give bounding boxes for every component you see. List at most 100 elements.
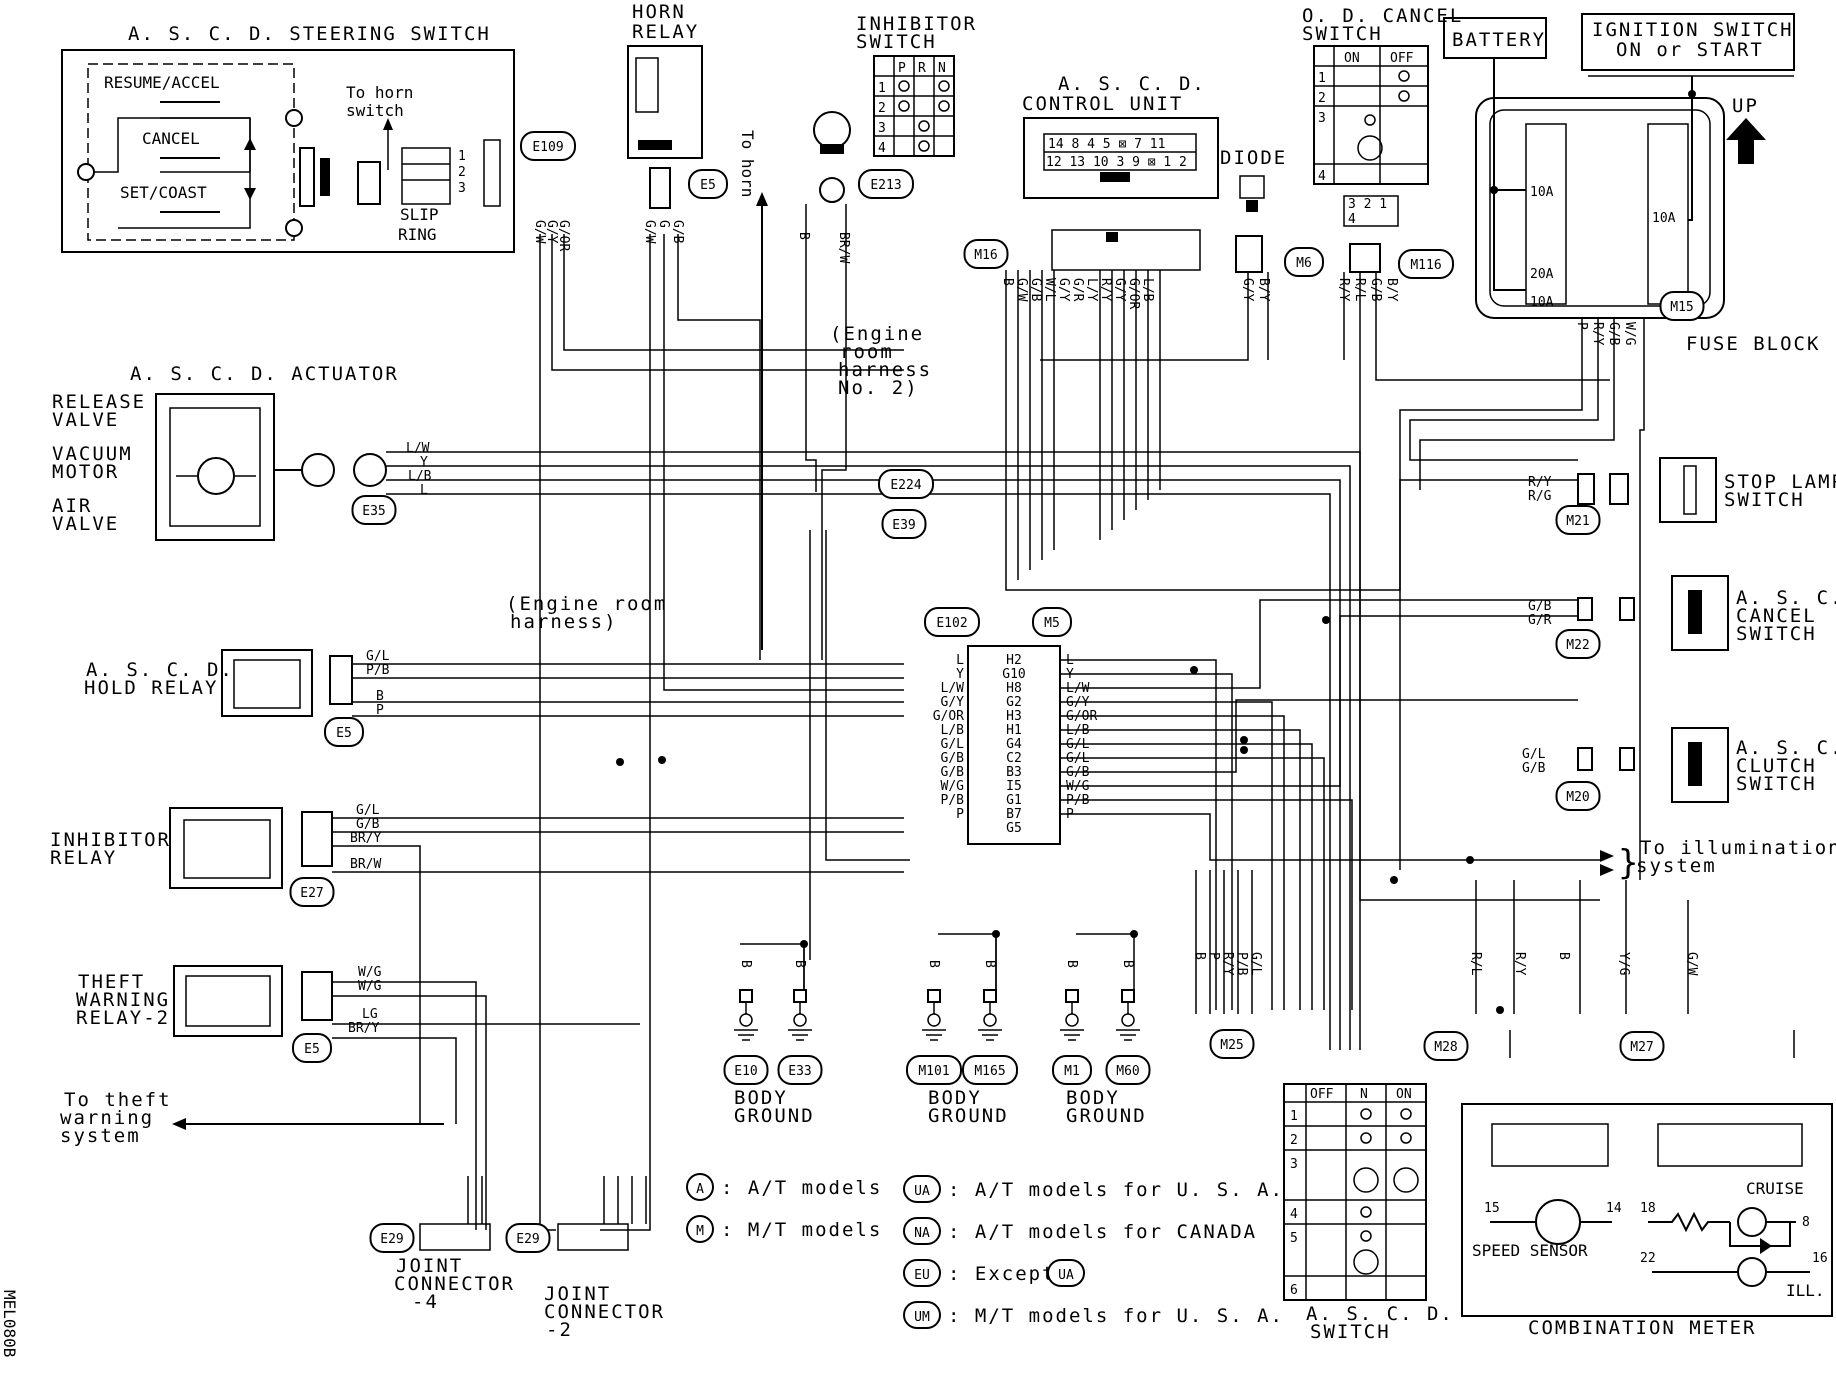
connector-m27-badge bbox=[1619, 1031, 1665, 1061]
wire-label-m16: B bbox=[1000, 278, 1015, 286]
e102-left-wire: P bbox=[956, 807, 964, 822]
resume-accel-label: RESUME/ACCEL bbox=[104, 73, 220, 92]
svg-text:RELAY: RELAY bbox=[50, 847, 117, 869]
legend-symbol bbox=[686, 1173, 714, 1201]
svg-text:2: 2 bbox=[878, 101, 886, 116]
svg-text:GROUND: GROUND bbox=[1066, 1105, 1147, 1127]
wire-label-e213: B bbox=[796, 232, 811, 240]
svg-text:CONNECTOR: CONNECTOR bbox=[394, 1273, 515, 1295]
e102-left-wire: L/B bbox=[941, 723, 965, 738]
svg-text:B: B bbox=[376, 689, 384, 704]
e102-left-wire: G/B bbox=[941, 751, 965, 766]
connector-e33-label: E33 bbox=[788, 1064, 811, 1079]
connector-e29-badge bbox=[505, 1223, 551, 1253]
connector-e29-label: E29 bbox=[516, 1232, 539, 1247]
ground-m101-m165: BODY GROUND bbox=[928, 1087, 1007, 1127]
legend-text: : A/T models for U. S. A. bbox=[948, 1179, 1284, 1201]
connector-m28-label: M28 bbox=[1434, 1040, 1457, 1055]
connector-e27-label: E27 bbox=[300, 886, 323, 901]
svg-text:(Engine room: (Engine room bbox=[506, 593, 667, 615]
wire-label-e109: G/W bbox=[532, 220, 547, 244]
svg-text:GROUND: GROUND bbox=[734, 1105, 815, 1127]
e102-pin: H2 bbox=[1006, 653, 1022, 668]
junction-dot bbox=[1490, 186, 1498, 194]
svg-text:A. S. C. D.: A. S. C. D. bbox=[1736, 737, 1836, 759]
slip-label: SLIP bbox=[400, 205, 439, 224]
terminal-2 bbox=[285, 219, 303, 237]
svg-text:A. S. C. D.: A. S. C. D. bbox=[1306, 1303, 1454, 1325]
e102-left-wire: L bbox=[956, 653, 964, 668]
junction-dot bbox=[616, 758, 624, 766]
set-coast-label: SET/COAST bbox=[120, 183, 207, 202]
fuse-block-title: FUSE BLOCK bbox=[1686, 333, 1820, 355]
steering-switch-title: A. S. C. D. STEERING SWITCH bbox=[128, 23, 491, 45]
wire-label-m16: L/Y bbox=[1084, 278, 1099, 302]
connector-m60-label: M60 bbox=[1116, 1064, 1139, 1079]
svg-text:HOLD RELAY: HOLD RELAY bbox=[84, 677, 218, 699]
wire-55 bbox=[1409, 318, 1599, 461]
wire-1 bbox=[386, 465, 1351, 1050]
svg-text:G/L: G/L bbox=[366, 649, 390, 664]
svg-text:THEFT: THEFT bbox=[78, 971, 145, 993]
wire-label-m16: L/B bbox=[1140, 278, 1155, 302]
wire-label-m6: G/Y bbox=[1240, 278, 1255, 302]
svg-text:W/G: W/G bbox=[358, 965, 382, 980]
svg-text:10A: 10A bbox=[1530, 295, 1554, 310]
svg-text:SWITCH: SWITCH bbox=[1736, 773, 1817, 795]
legend-text: : M/T models for U. S. A. bbox=[948, 1305, 1284, 1327]
svg-text:2: 2 bbox=[458, 165, 466, 180]
wire-52 bbox=[1359, 272, 1600, 901]
svg-text:OFF: OFF bbox=[1310, 1087, 1334, 1102]
svg-text:G/B: G/B bbox=[356, 817, 380, 832]
svg-text:WARNING: WARNING bbox=[76, 989, 170, 1011]
actuator-title: A. S. C. D. ACTUATOR bbox=[130, 363, 399, 385]
ascd-switch: OFF N ON 1 2 3 4 5 6 A. S. C. D. SWITCH bbox=[1283, 1083, 1454, 1343]
wire-label-m25: B bbox=[1192, 952, 1207, 960]
svg-text:LG: LG bbox=[362, 1007, 378, 1022]
horn-relay-title-2: RELAY bbox=[632, 21, 699, 43]
connector-m116-label: M116 bbox=[1410, 258, 1441, 273]
junction-dot bbox=[1496, 1006, 1504, 1014]
wire-label-horn: G/W bbox=[642, 220, 657, 244]
wire-label-m28: B bbox=[1556, 952, 1571, 960]
svg-text:CRUISE: CRUISE bbox=[1746, 1179, 1804, 1198]
wire-label-fuse: W/G bbox=[1622, 322, 1637, 346]
wire-label-horn: G bbox=[656, 220, 671, 228]
svg-text:SWITCH: SWITCH bbox=[1736, 623, 1817, 645]
svg-text:A. S. C. D.: A. S. C. D. bbox=[86, 659, 234, 681]
wire-21 bbox=[677, 234, 761, 660]
e102-left-wire: Y bbox=[956, 667, 964, 682]
svg-text:L/W: L/W bbox=[406, 441, 430, 456]
svg-text:P: P bbox=[898, 61, 906, 76]
od-cancel-title-1: O. D. CANCEL bbox=[1302, 5, 1463, 27]
svg-text:VACUUM: VACUUM bbox=[52, 443, 133, 465]
wire-label-m16: G/Y bbox=[1112, 278, 1127, 302]
svg-text:BR/W: BR/W bbox=[350, 857, 381, 872]
wire-label-fuse: G/B bbox=[1606, 322, 1621, 346]
wire-label-m25: R/Y bbox=[1220, 952, 1235, 976]
wire-label-m16: W/L bbox=[1042, 278, 1057, 302]
connector-e5-badge bbox=[688, 169, 728, 199]
wire-23 bbox=[821, 204, 847, 660]
wire-label-m25: P bbox=[1206, 952, 1221, 960]
wire-37 bbox=[1060, 813, 1600, 861]
svg-text:N: N bbox=[1360, 1087, 1368, 1102]
engine-room-harness: (Engine room harness) bbox=[506, 593, 667, 633]
wire-label-m27: Y/G bbox=[1616, 952, 1631, 976]
inhibitor-switch-title-1: INHIBITOR bbox=[856, 13, 977, 35]
ground-wire-label: B bbox=[792, 960, 807, 968]
wire-label-m27: G/W bbox=[1684, 952, 1699, 976]
e102-pin: H3 bbox=[1006, 709, 1022, 724]
wire-label-fuse: R/Y bbox=[1590, 322, 1605, 346]
wire-label-m28: R/L bbox=[1468, 952, 1483, 976]
ground-wire-label: B bbox=[982, 960, 997, 968]
svg-text:A. S. C. D.: A. S. C. D. bbox=[1736, 587, 1836, 609]
od-cancel-title-2: SWITCH bbox=[1302, 23, 1383, 45]
wire-35 bbox=[1060, 615, 1578, 787]
wire-30 bbox=[1060, 715, 1285, 1010]
svg-text:VALVE: VALVE bbox=[52, 513, 119, 535]
connector-m16-label: M16 bbox=[974, 248, 997, 263]
wire-10 bbox=[332, 845, 421, 1124]
